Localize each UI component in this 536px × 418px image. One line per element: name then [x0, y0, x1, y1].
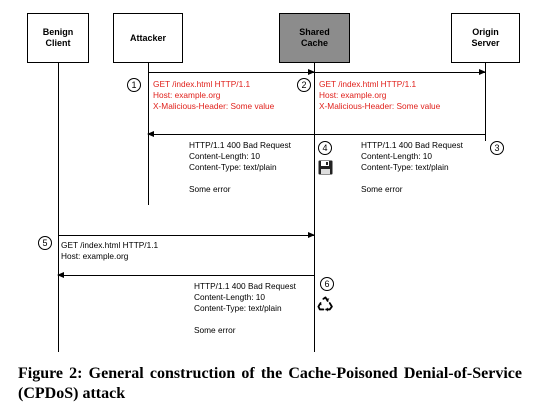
- floppy-disk-icon: [318, 160, 333, 175]
- step-1-marker: 1: [127, 78, 141, 92]
- figure-caption: Figure 2: General construction of the Ca…: [18, 365, 522, 402]
- arrow-cache-to-client: [57, 272, 314, 278]
- arrow-client-to-cache: [58, 232, 315, 238]
- origin-server-node: Origin Server: [451, 13, 520, 63]
- message-3-origin-error-response: HTTP/1.1 400 Bad Request Content-Length:…: [361, 140, 463, 194]
- message-4-cached-error-response: HTTP/1.1 400 Bad Request Content-Length:…: [189, 140, 291, 194]
- arrow-origin-to-attacker: [147, 131, 485, 137]
- step-3-marker: 3: [490, 141, 504, 155]
- message-2-forwarded-request: GET /index.html HTTP/1.1 Host: example.o…: [319, 79, 441, 111]
- attacker-node: Attacker: [113, 13, 183, 63]
- step-4-marker: 4: [318, 141, 332, 155]
- shared-cache-lifeline: [314, 63, 315, 352]
- recycle-icon: [317, 296, 333, 312]
- message-5-benign-request: GET /index.html HTTP/1.1 Host: example.o…: [61, 240, 159, 261]
- step-2-marker: 2: [297, 78, 311, 92]
- shared-cache-node: Shared Cache: [279, 13, 350, 63]
- step-6-marker: 6: [320, 277, 334, 291]
- message-1-malicious-request: GET /index.html HTTP/1.1 Host: example.o…: [153, 79, 275, 111]
- message-6-served-error-response: HTTP/1.1 400 Bad Request Content-Length:…: [194, 281, 296, 335]
- origin-server-lifeline: [485, 63, 486, 141]
- arrow-cache-to-origin: [314, 69, 486, 75]
- step-5-marker: 5: [38, 236, 52, 250]
- arrow-attacker-to-cache: [148, 69, 315, 75]
- benign-client-lifeline: [58, 63, 59, 352]
- benign-client-node: Benign Client: [27, 13, 89, 63]
